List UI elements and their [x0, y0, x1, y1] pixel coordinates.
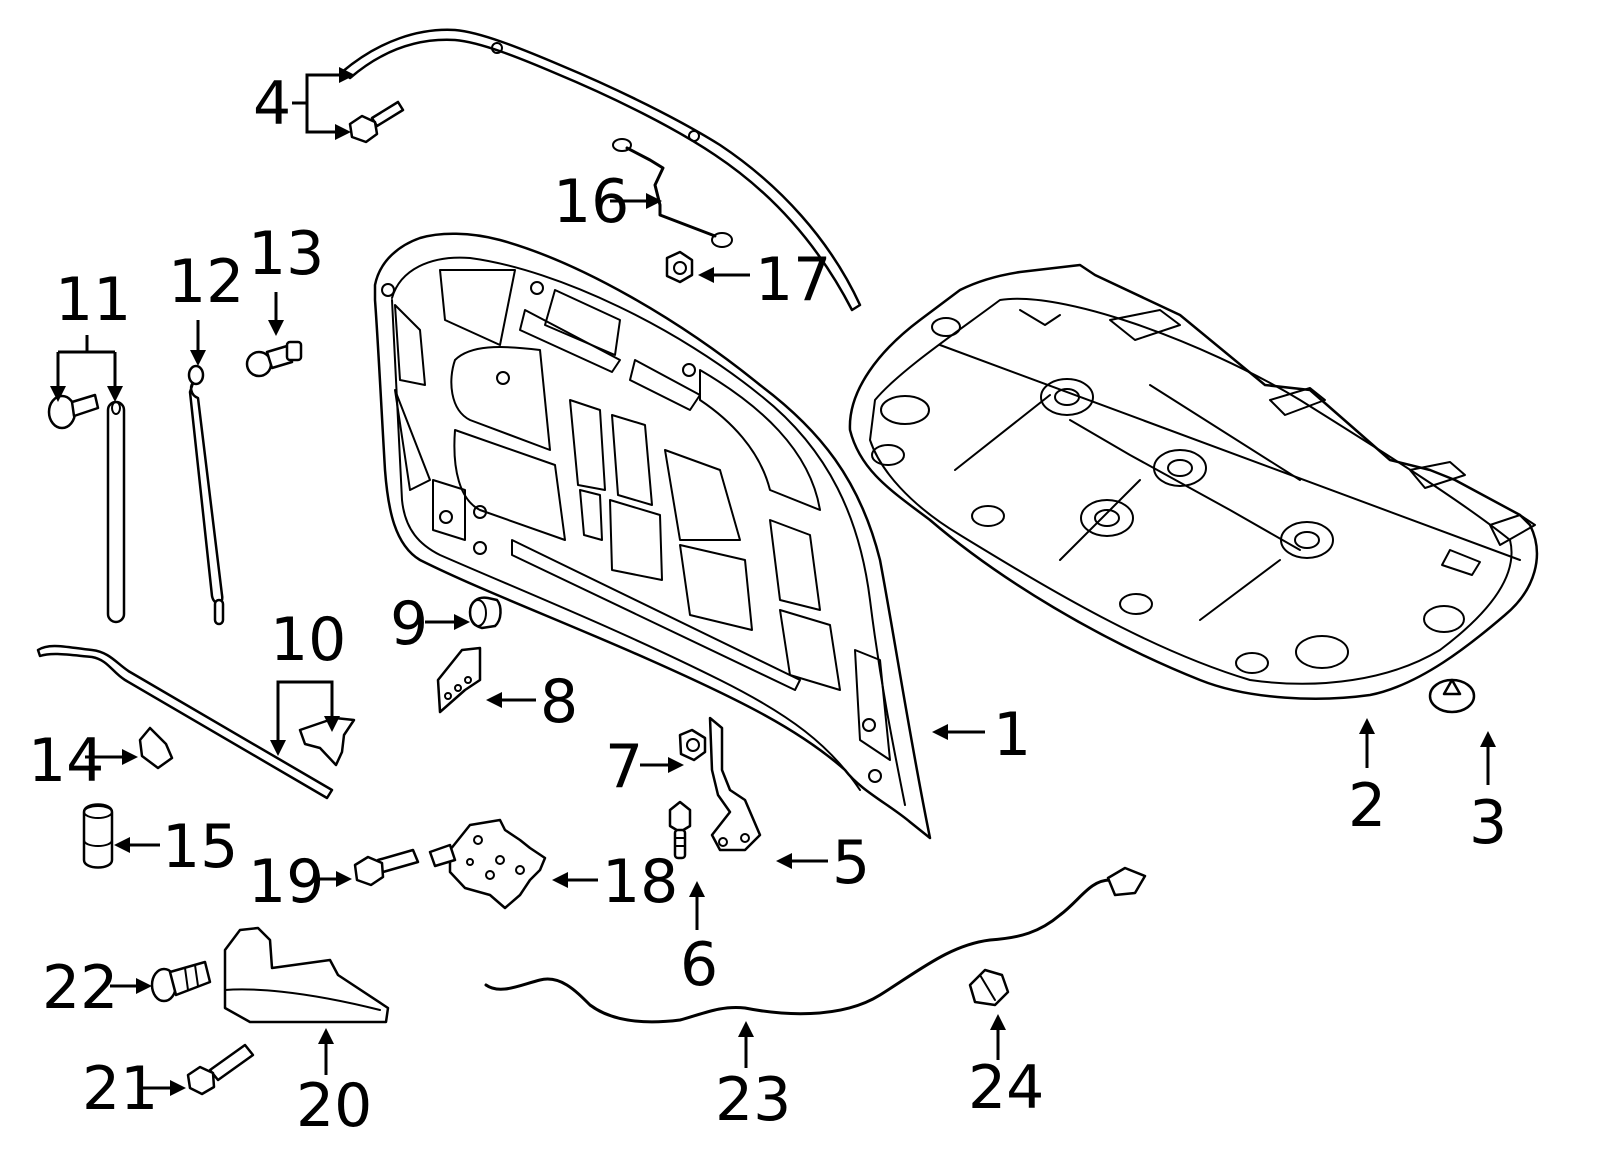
bracket-part-20 — [223, 926, 390, 1024]
striker-plate-part-8 — [436, 646, 482, 714]
bolt-part-19 — [353, 848, 420, 887]
callout-5: 5 — [832, 828, 870, 898]
push-clip-part-22 — [150, 960, 212, 1003]
callout-14: 14 — [28, 726, 104, 796]
hood-panel-part-1 — [373, 232, 932, 840]
callout-13: 13 — [248, 219, 324, 289]
callout-24: 24 — [968, 1053, 1044, 1123]
callout-23: 23 — [715, 1065, 791, 1135]
hood-latch-part-18 — [428, 818, 547, 910]
callout-4: 4 — [253, 69, 291, 139]
gas-strut-part-11 — [106, 400, 126, 624]
bumper-part-15 — [82, 803, 114, 869]
callout-2: 2 — [1348, 771, 1386, 841]
bolt-part-4 — [348, 100, 405, 144]
callout-16: 16 — [553, 167, 629, 237]
cable-clip-part-24 — [968, 968, 1010, 1007]
ball-stud-part-13 — [245, 340, 303, 378]
retaining-clip-part-10 — [298, 716, 356, 767]
callout-17: 17 — [755, 245, 831, 315]
callout-21: 21 — [82, 1054, 158, 1124]
bolt-part-21 — [186, 1043, 255, 1096]
release-cable-part-23 — [484, 866, 1147, 1024]
callout-11: 11 — [55, 265, 131, 335]
callout-8: 8 — [540, 667, 578, 737]
ground-strap-part-16 — [612, 138, 733, 248]
gas-strut-part-12 — [187, 364, 225, 626]
hinge-bracket-part-5 — [708, 716, 762, 852]
callout-6: 6 — [680, 930, 718, 1000]
callout-1: 1 — [993, 700, 1031, 770]
push-pin-part-3 — [1428, 678, 1476, 714]
callout-10: 10 — [270, 605, 346, 675]
callout-3: 3 — [1469, 788, 1507, 858]
bolt-part-6 — [668, 800, 692, 860]
clip-part-14 — [138, 726, 174, 770]
weatherstrip-part-4 — [340, 28, 862, 312]
nut-part-17 — [665, 250, 694, 284]
callout-labels: 1 2 3 4 5 6 7 8 9 10 11 12 13 14 15 16 1… — [28, 69, 1507, 1141]
ball-stud-part-11 — [47, 393, 100, 430]
leader-lines — [50, 67, 1496, 1096]
hood-insulator-part-2 — [848, 263, 1539, 700]
callout-7: 7 — [605, 732, 643, 802]
front-seal-part-10 — [36, 644, 334, 800]
callout-20: 20 — [296, 1071, 372, 1141]
callout-12: 12 — [168, 247, 244, 317]
callout-15: 15 — [162, 812, 238, 882]
callout-18: 18 — [602, 847, 678, 917]
nut-part-7 — [678, 728, 707, 762]
callout-22: 22 — [42, 953, 118, 1023]
bumper-part-9 — [468, 596, 502, 630]
callout-9: 9 — [390, 589, 428, 659]
callout-19: 19 — [248, 847, 324, 917]
